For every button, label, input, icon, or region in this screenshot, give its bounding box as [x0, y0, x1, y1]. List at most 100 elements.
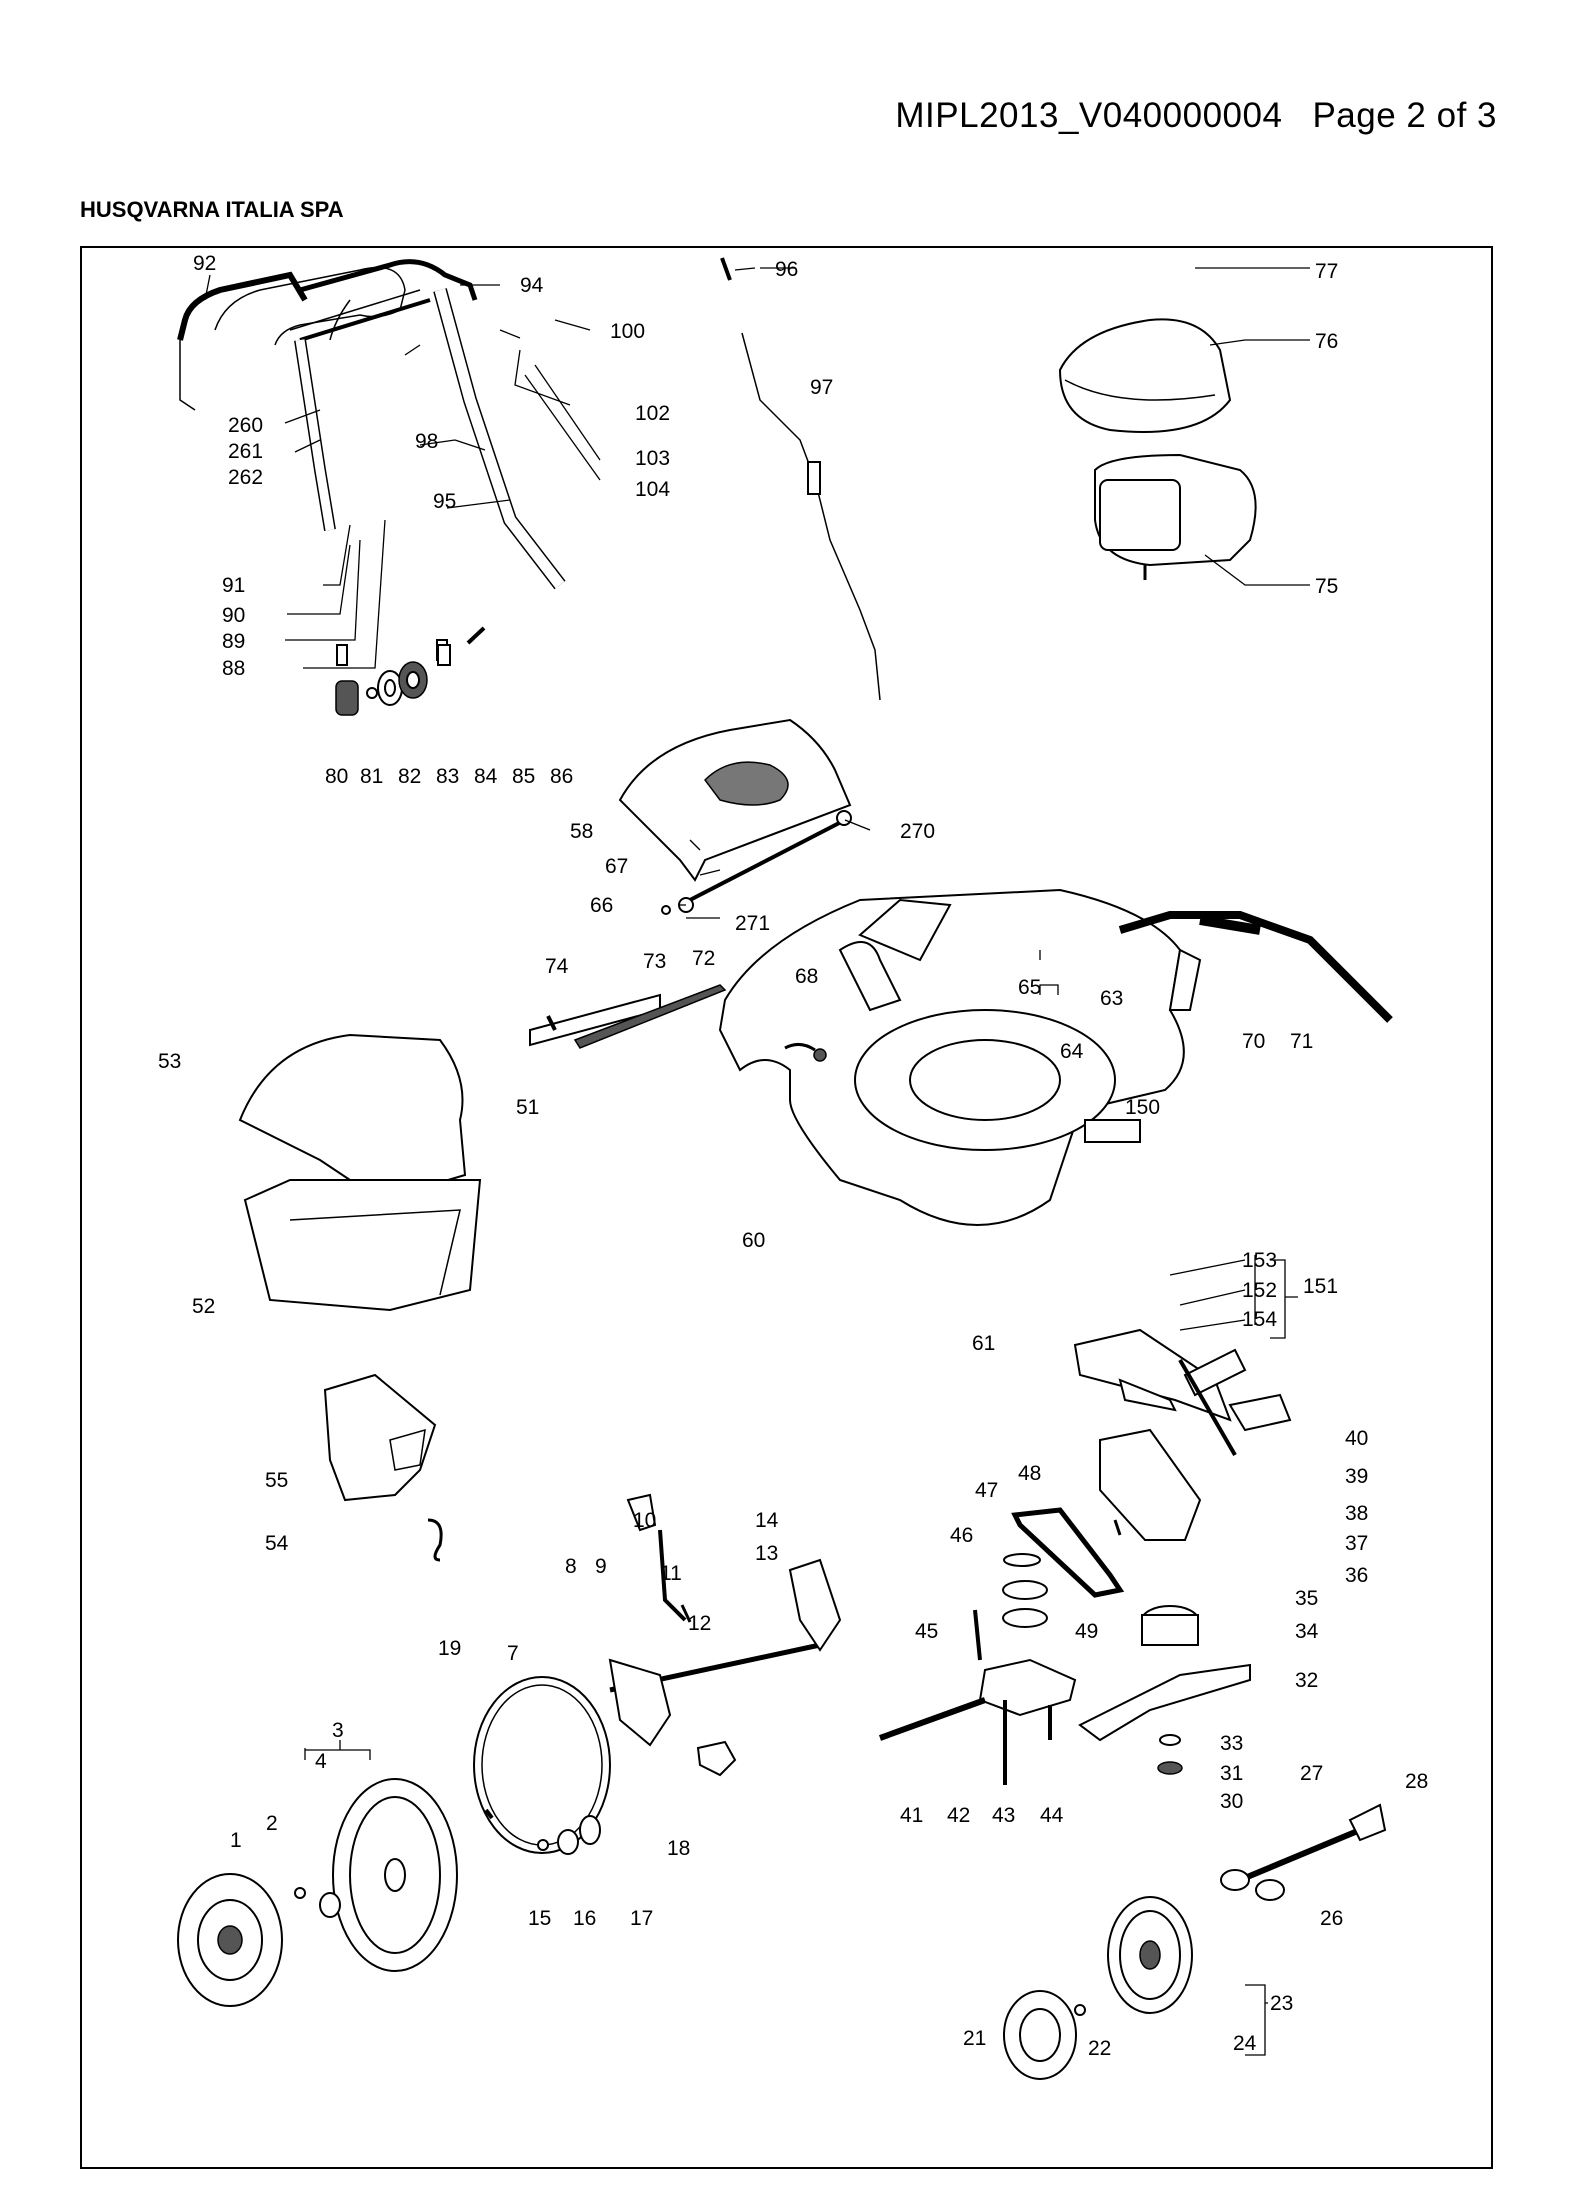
callout-12: 12 — [688, 1612, 711, 1635]
callout-86: 86 — [550, 765, 573, 788]
callout-10: 10 — [633, 1509, 656, 1532]
callout-55: 55 — [265, 1469, 288, 1492]
callout-26: 26 — [1320, 1907, 1343, 1930]
callout-63: 63 — [1100, 987, 1123, 1010]
callout-67: 67 — [605, 855, 628, 878]
callout-28: 28 — [1405, 1770, 1428, 1793]
callout-8: 8 — [565, 1555, 577, 1578]
callout-15: 15 — [528, 1907, 551, 1930]
callout-80: 80 — [325, 765, 348, 788]
callout-83: 83 — [436, 765, 459, 788]
callout-37: 37 — [1345, 1532, 1368, 1555]
grass-catcher — [238, 1033, 482, 1312]
callout-39: 39 — [1345, 1465, 1368, 1488]
drive-cable — [720, 257, 881, 701]
callout-96: 96 — [775, 258, 798, 281]
rear-axle-assembly — [1220, 1803, 1387, 1901]
page-number: Page 2 of 3 — [1312, 96, 1497, 135]
callout-14: 14 — [755, 1509, 779, 1532]
callout-75: 75 — [1315, 575, 1338, 598]
callout-94: 94 — [520, 274, 544, 297]
callout-92: 92 — [193, 252, 216, 275]
callout-34: 34 — [1295, 1620, 1319, 1643]
callout-42: 42 — [947, 1804, 970, 1827]
callout-154: 154 — [1242, 1308, 1277, 1331]
callout-1: 1 — [230, 1829, 242, 1852]
callout-31: 31 — [1220, 1762, 1243, 1785]
callout-3: 3 — [332, 1719, 344, 1742]
callout-36: 36 — [1345, 1564, 1368, 1587]
callout-51: 51 — [516, 1096, 539, 1119]
callout-43: 43 — [992, 1804, 1015, 1827]
callout-22: 22 — [1088, 2037, 1111, 2060]
callout-49: 49 — [1075, 1620, 1098, 1643]
callout-270: 270 — [900, 820, 935, 843]
callout-65: 65 — [1018, 976, 1041, 999]
callout-77: 77 — [1315, 260, 1338, 283]
callout-84: 84 — [474, 765, 498, 788]
callout-91: 91 — [222, 574, 245, 597]
trim-strip — [529, 984, 727, 1049]
callout-88: 88 — [222, 657, 245, 680]
leader-lines — [204, 267, 1310, 1331]
callout-54: 54 — [265, 1532, 289, 1555]
callout-64: 64 — [1060, 1040, 1084, 1063]
callout-19: 19 — [438, 1637, 461, 1660]
group-brackets — [304, 984, 1298, 2056]
callout-61: 61 — [972, 1332, 995, 1355]
callout-13: 13 — [755, 1542, 778, 1565]
callout-100: 100 — [610, 320, 645, 343]
doc-id: MIPL2013_V040000004 — [895, 96, 1283, 135]
callout-40: 40 — [1345, 1427, 1368, 1450]
callout-70: 70 — [1242, 1030, 1265, 1053]
callout-151: 151 — [1303, 1275, 1338, 1298]
blade-assembly — [1073, 1328, 1251, 1775]
callout-21: 21 — [963, 2027, 986, 2050]
callout-261: 261 — [228, 440, 263, 463]
callout-68: 68 — [795, 965, 818, 988]
callout-95: 95 — [433, 490, 456, 513]
callout-76: 76 — [1315, 330, 1338, 353]
callout-38: 38 — [1345, 1502, 1368, 1525]
callout-30: 30 — [1220, 1790, 1243, 1813]
front-wheel-large — [177, 1778, 458, 2007]
callout-262: 262 — [228, 466, 263, 489]
drive-belt-and-pulleys — [878, 1507, 1125, 1785]
callout-46: 46 — [950, 1524, 973, 1547]
callout-4: 4 — [315, 1750, 327, 1773]
callout-71: 71 — [1290, 1030, 1313, 1053]
callout-18: 18 — [667, 1837, 690, 1860]
mower-deck — [718, 888, 1202, 1226]
side-bracket-38-39-40 — [1099, 1348, 1292, 1541]
document-reference: MIPL2013_V040000004 Page 2 of 3 — [895, 96, 1497, 136]
callout-102: 102 — [635, 402, 670, 425]
callout-74: 74 — [545, 955, 569, 978]
callout-27: 27 — [1300, 1762, 1323, 1785]
callout-152: 152 — [1242, 1279, 1277, 1302]
diagram-frame — [80, 246, 1493, 2169]
callout-82: 82 — [398, 765, 421, 788]
callout-32: 32 — [1295, 1669, 1318, 1692]
callout-58: 58 — [570, 820, 593, 843]
callout-72: 72 — [692, 947, 715, 970]
callout-150: 150 — [1125, 1096, 1160, 1119]
callout-271: 271 — [735, 912, 770, 935]
callout-60: 60 — [742, 1229, 765, 1252]
callout-17: 17 — [630, 1907, 653, 1930]
rear-flap — [618, 718, 852, 915]
callout-81: 81 — [360, 765, 383, 788]
callout-2: 2 — [266, 1812, 278, 1835]
callout-44: 44 — [1040, 1804, 1064, 1827]
callout-90: 90 — [222, 604, 245, 627]
callout-85: 85 — [512, 765, 535, 788]
callout-9: 9 — [595, 1555, 607, 1578]
callout-89: 89 — [222, 630, 245, 653]
callout-66: 66 — [590, 894, 613, 917]
callout-47: 47 — [975, 1479, 998, 1502]
callout-35: 35 — [1295, 1587, 1318, 1610]
rear-wheel-small — [1003, 1896, 1193, 2080]
callout-52: 52 — [192, 1295, 215, 1318]
spring-and-rod — [784, 911, 1393, 1062]
handle-assembly — [177, 259, 566, 666]
